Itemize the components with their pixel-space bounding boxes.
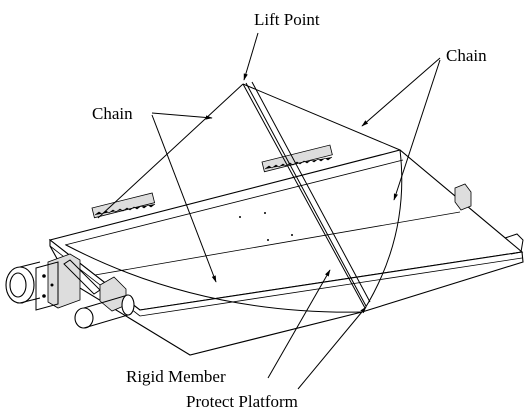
front-roller: [74, 307, 94, 329]
chain-left-text: Chain: [92, 104, 133, 123]
rigid-member-bar-b: [251, 81, 371, 303]
chain-right-curve: [363, 149, 403, 311]
deck-rivets: [239, 212, 293, 241]
platform-assembly: [5, 144, 524, 356]
platform-skirt: [49, 238, 524, 356]
chain-sag-curve: [65, 244, 363, 313]
chain-right-text: Chain: [446, 46, 487, 65]
chain-to-right-rear: [242, 83, 401, 151]
lifting-rig: [65, 81, 403, 313]
label-chain-left: Chain: [92, 104, 217, 283]
chain-to-front-corner: [242, 83, 366, 309]
label-protect-platform: Protect Platform: [186, 306, 367, 411]
deck-seam: [94, 211, 461, 276]
label-rigid-member: Rigid Member: [126, 269, 331, 386]
right-bracket: [454, 183, 524, 255]
protect-platform-text: Protect Platform: [186, 392, 298, 411]
drive-unit: [5, 253, 135, 329]
rigid-member-text: Rigid Member: [126, 367, 226, 386]
rear-roller-left: [91, 192, 156, 219]
chain-to-left-front: [97, 83, 244, 219]
rear-roller-right: [261, 144, 333, 173]
rigid-member-bar-a: [245, 82, 367, 307]
label-lift-point: Lift Point: [243, 10, 320, 81]
label-chain-right: Chain: [361, 46, 487, 201]
lift-point-text: Lift Point: [254, 10, 320, 29]
